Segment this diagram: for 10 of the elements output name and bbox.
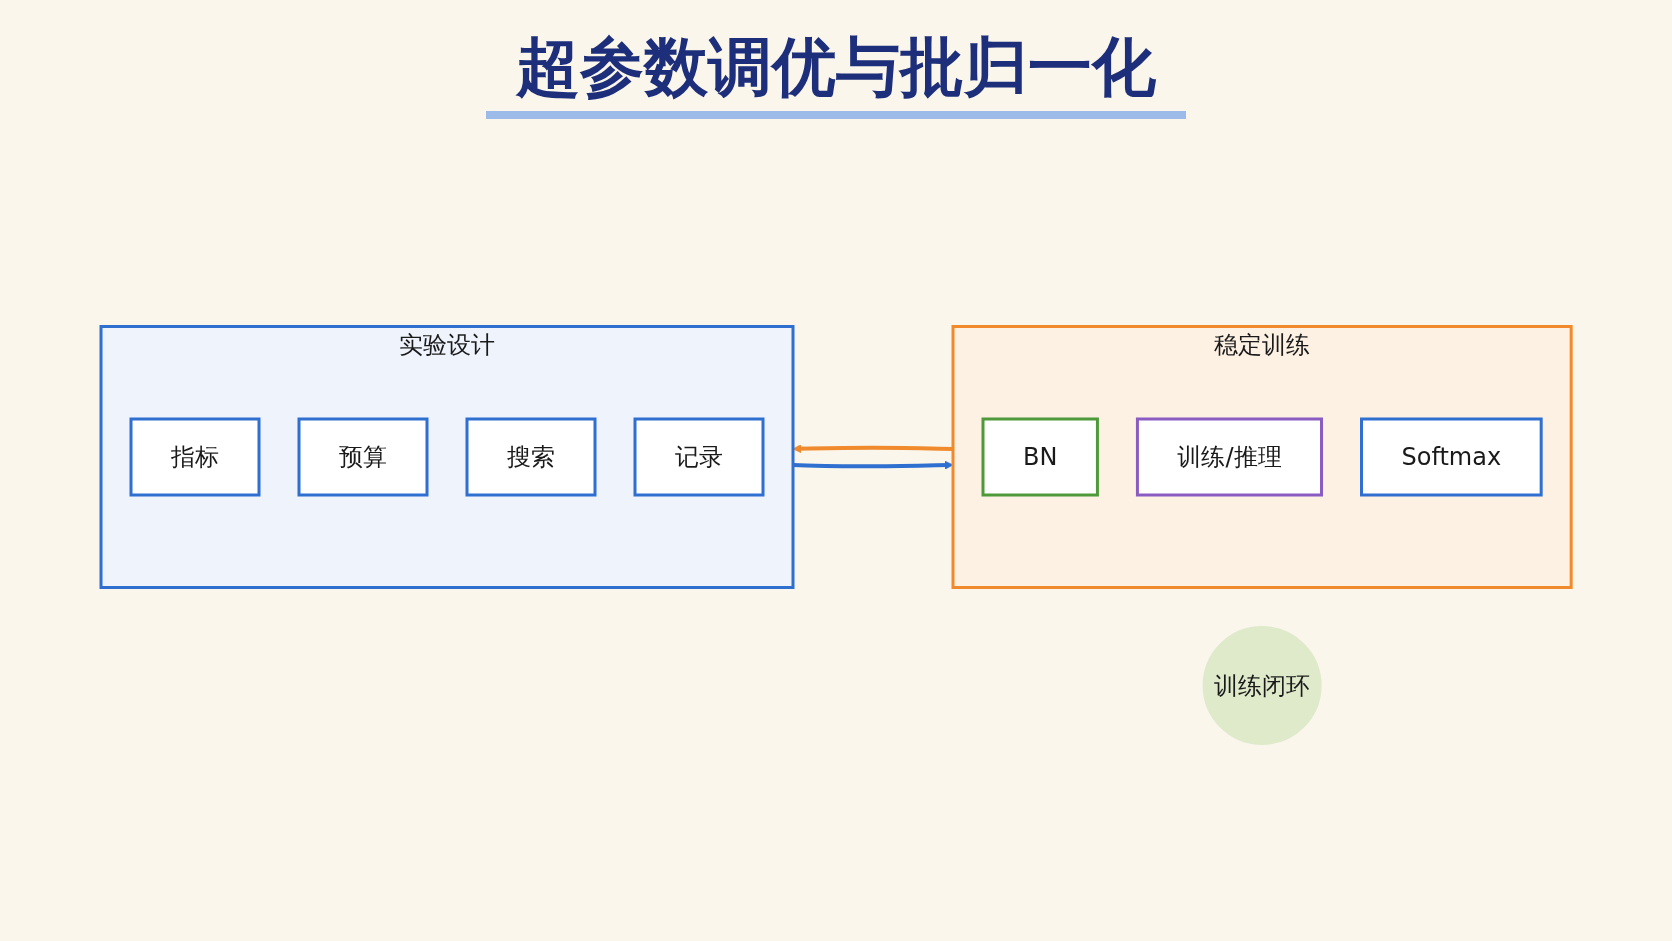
- node-box: BN: [981, 417, 1099, 497]
- node-box: Softmax: [1359, 417, 1543, 497]
- node-box: 训练/推理: [1135, 417, 1323, 497]
- title: 超参数调优与批归一化: [486, 24, 1186, 119]
- arrow: [792, 444, 953, 454]
- node-circle: 训练闭环: [1202, 626, 1322, 745]
- node-box: 记录: [633, 417, 765, 497]
- node-box: 搜索: [465, 417, 597, 497]
- node-box: 预算: [297, 417, 429, 497]
- node-box: 指标: [129, 417, 261, 497]
